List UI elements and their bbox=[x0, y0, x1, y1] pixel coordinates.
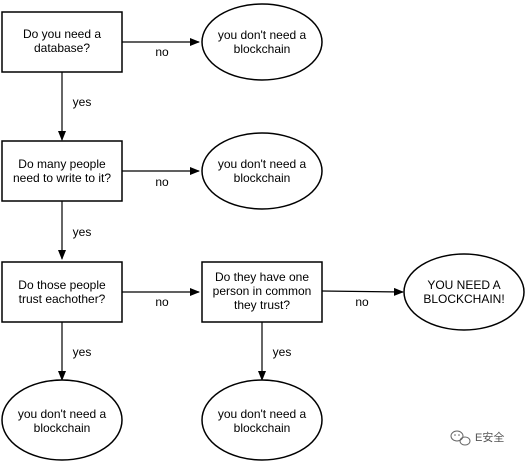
edge-label-writers-no: no bbox=[155, 175, 169, 189]
node-no-blockchain-4: you don't need a blockchain bbox=[201, 379, 323, 461]
node-line: you don't need a bbox=[218, 157, 307, 171]
decision-box bbox=[1, 140, 123, 202]
edge-common-no bbox=[321, 287, 404, 296]
terminal-oval bbox=[403, 253, 525, 331]
edge-label-database-yes: yes bbox=[73, 95, 92, 109]
node-line: you don't need a bbox=[218, 407, 307, 421]
node-line: Do you need a bbox=[23, 27, 101, 41]
node-line: you don't need a bbox=[218, 28, 307, 42]
node-line: blockchain bbox=[234, 171, 291, 185]
node-line: trust eachother? bbox=[19, 292, 106, 306]
node-line: person in common bbox=[213, 284, 312, 298]
node-line: need to write to it? bbox=[13, 171, 111, 185]
node-line: BLOCKCHAIN! bbox=[423, 292, 504, 306]
node-common-trusted: Do they have one person in common they t… bbox=[201, 261, 323, 323]
node-many-writers: Do many people need to write to it? bbox=[1, 140, 123, 202]
node-line: Do those people bbox=[18, 278, 106, 292]
decision-box bbox=[201, 261, 323, 323]
terminal-oval bbox=[201, 379, 323, 461]
edge-label-database-no: no bbox=[155, 45, 169, 59]
edge-label-trust-yes: yes bbox=[73, 345, 92, 359]
edge-label-common-yes: yes bbox=[273, 345, 292, 359]
node-line: YOU NEED A bbox=[427, 278, 500, 292]
watermark-text: E安全 bbox=[475, 430, 504, 444]
edges bbox=[58, 38, 404, 381]
terminal-oval bbox=[201, 132, 323, 210]
wechat-icon bbox=[450, 430, 471, 446]
node-line: blockchain bbox=[234, 42, 291, 56]
node-line: Do they have one bbox=[215, 270, 309, 284]
terminal-oval bbox=[201, 3, 323, 81]
node-line: Do many people bbox=[18, 157, 106, 171]
node-trust-each-other: Do those people trust eachother? bbox=[1, 261, 123, 323]
node-line: you don't need a bbox=[18, 407, 107, 421]
terminal-oval bbox=[1, 379, 123, 461]
node-line: blockchain bbox=[34, 421, 91, 435]
edge-label-writers-yes: yes bbox=[73, 225, 92, 239]
edge-labels: no yes no yes no yes no yes bbox=[73, 45, 369, 359]
node-no-blockchain-2: you don't need a blockchain bbox=[201, 132, 323, 210]
node-need-blockchain: YOU NEED A BLOCKCHAIN! bbox=[403, 253, 525, 331]
node-line: they trust? bbox=[234, 298, 290, 312]
decision-box bbox=[1, 261, 123, 323]
node-no-blockchain-1: you don't need a blockchain bbox=[201, 3, 323, 81]
node-need-database: Do you need a database? bbox=[1, 11, 123, 73]
node-line: database? bbox=[34, 41, 90, 55]
watermark: E安全 bbox=[450, 430, 504, 446]
decision-box bbox=[1, 11, 123, 73]
edge-label-trust-no: no bbox=[155, 295, 169, 309]
node-line: blockchain bbox=[234, 421, 291, 435]
edge-label-common-no: no bbox=[355, 295, 369, 309]
node-no-blockchain-3: you don't need a blockchain bbox=[1, 379, 123, 461]
